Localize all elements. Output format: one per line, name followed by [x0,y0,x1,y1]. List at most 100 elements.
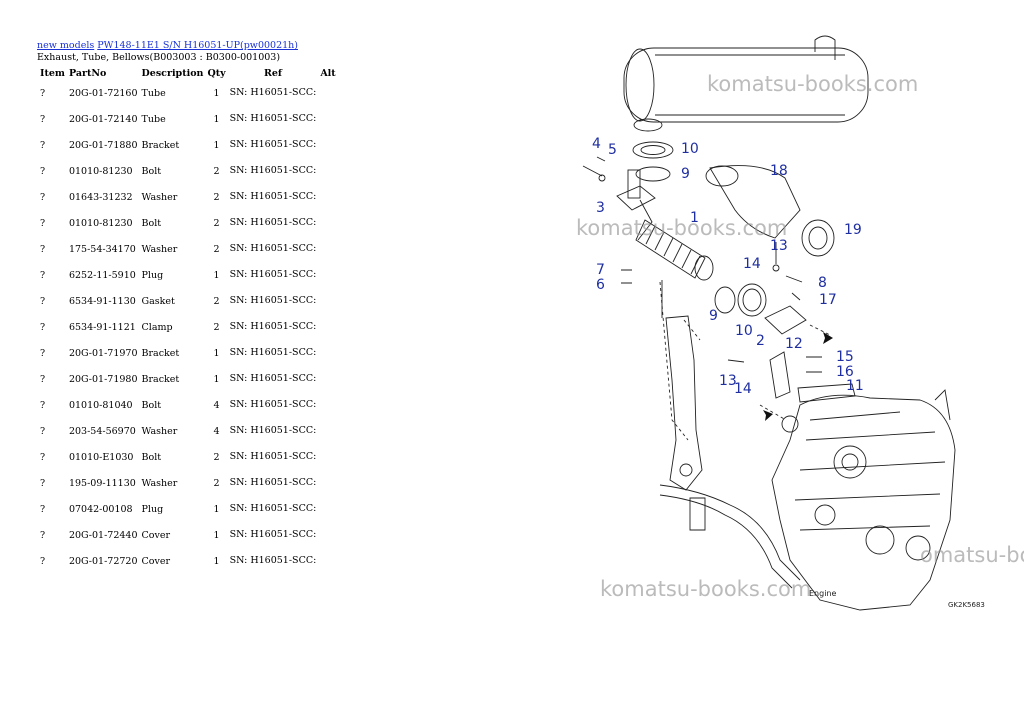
cell-description: Cover [141,529,171,541]
cell-description: Plug [141,503,164,515]
cell-qty: 4 [213,399,220,411]
callout-19: 19 [844,222,862,238]
cell-ref: SN: H16051-SCC: [229,555,317,566]
cell-ref: SN: H16051-SCC: [229,191,317,202]
callout-14: 14 [743,256,761,272]
breadcrumb-link-model[interactable]: PW148-11E1 S/N H16051-UP(pw00021h) [97,40,298,51]
cell-ref: SN: H16051-SCC: [229,113,317,124]
cell-qty: 1 [213,373,220,385]
table-row: ? 195-09-11130 Washer 2 SN: H16051-SCC: [36,470,344,496]
breadcrumb-link-new-models[interactable]: new models [37,40,95,51]
cell-qty: 1 [213,87,220,99]
cell-description: Plug [141,269,164,281]
page-subtitle: Exhaust, Tube, Bellows(B003003 : B0300-0… [37,52,281,63]
cell-alt [318,210,344,236]
cell-qty: 2 [213,477,220,489]
cell-ref: SN: H16051-SCC: [229,399,317,410]
cell-ref: SN: H16051-SCC: [229,139,317,150]
bellows-tube [635,219,706,279]
cell-alt [318,366,344,392]
callout-9-lower: 9 [709,308,718,324]
cell-partno: 195-09-11130 [68,477,136,489]
engine-block [771,394,956,611]
callout-3: 3 [596,200,605,216]
cell-item: ? [40,113,46,125]
watermark-middle: komatsu-books.com [576,216,788,240]
cell-qty: 2 [213,165,220,177]
cell-ref: SN: H16051-SCC: [229,295,317,306]
cell-qty: 2 [213,243,220,255]
cell-partno: 01010-E1030 [68,451,134,463]
cell-ref: SN: H16051-SCC: [229,269,317,280]
header-partno: PartNo [68,67,107,79]
cell-partno: 20G-01-72140 [68,113,138,125]
cell-qty: 2 [213,295,220,307]
callout-12: 12 [785,336,803,352]
cell-partno: 6534-91-1130 [68,295,136,307]
callout-4: 4 [592,136,601,152]
callout-1: 1 [690,210,699,226]
cell-ref: SN: H16051-SCC: [229,217,317,228]
header-qty: Qty [207,67,226,79]
callout-14-lower: 14 [734,381,752,397]
cell-partno: 20G-01-71880 [68,139,138,151]
cell-ref: SN: H16051-SCC: [229,87,317,98]
cell-alt [318,470,344,496]
callout-16: 16 [836,364,854,380]
cell-partno: 20G-01-72160 [68,87,138,99]
cell-item: ? [40,87,46,99]
cell-item: ? [40,555,46,567]
callout-2: 2 [756,333,765,349]
cell-alt [318,80,344,106]
cell-alt [318,236,344,262]
figure-code: GK2K5683 [948,601,985,609]
cell-qty: 1 [213,113,220,125]
cell-ref: SN: H16051-SCC: [229,451,317,462]
cell-item: ? [40,477,46,489]
cell-description: Washer [141,477,178,489]
callout-7: 7 [596,262,605,278]
cell-partno: 175-54-34170 [68,243,136,255]
cell-qty: 1 [213,347,220,359]
cell-item: ? [40,451,46,463]
cell-ref: SN: H16051-SCC: [229,373,317,384]
cell-item: ? [40,165,46,177]
cell-partno: 20G-01-71980 [68,373,138,385]
cell-description: Tube [141,113,166,125]
callout-10: 10 [681,141,699,157]
cell-description: Bracket [141,347,180,359]
diagram-linework [582,35,956,611]
cell-description: Clamp [141,321,173,333]
cell-description: Bolt [141,165,162,177]
cell-qty: 1 [213,555,220,567]
breadcrumb: new models PW148-11E1 S/N H16051-UP(pw00… [37,40,298,52]
cell-description: Bolt [141,217,162,229]
cell-ref: SN: H16051-SCC: [229,477,317,488]
cell-description: Gasket [141,295,175,307]
muffler-body [623,47,869,123]
cell-partno: 01010-81230 [68,217,133,229]
cell-description: Bracket [141,373,180,385]
cell-item: ? [40,399,46,411]
cell-alt [318,262,344,288]
parts-table: Item PartNo Description Qty Ref Alt ?20G… [36,66,344,574]
cell-ref: SN: H16051-SCC: [229,425,317,436]
cell-item: ? [40,321,46,333]
cell-alt [318,548,344,574]
cell-item: ? [40,347,46,359]
callout-5: 5 [608,142,617,158]
cell-alt [318,106,344,132]
cell-item: ? [40,243,46,255]
callout-10-lower: 10 [735,323,753,339]
cell-partno: 01643-31232 [68,191,133,203]
table-header-row: Item PartNo Description Qty Ref Alt [36,66,344,80]
